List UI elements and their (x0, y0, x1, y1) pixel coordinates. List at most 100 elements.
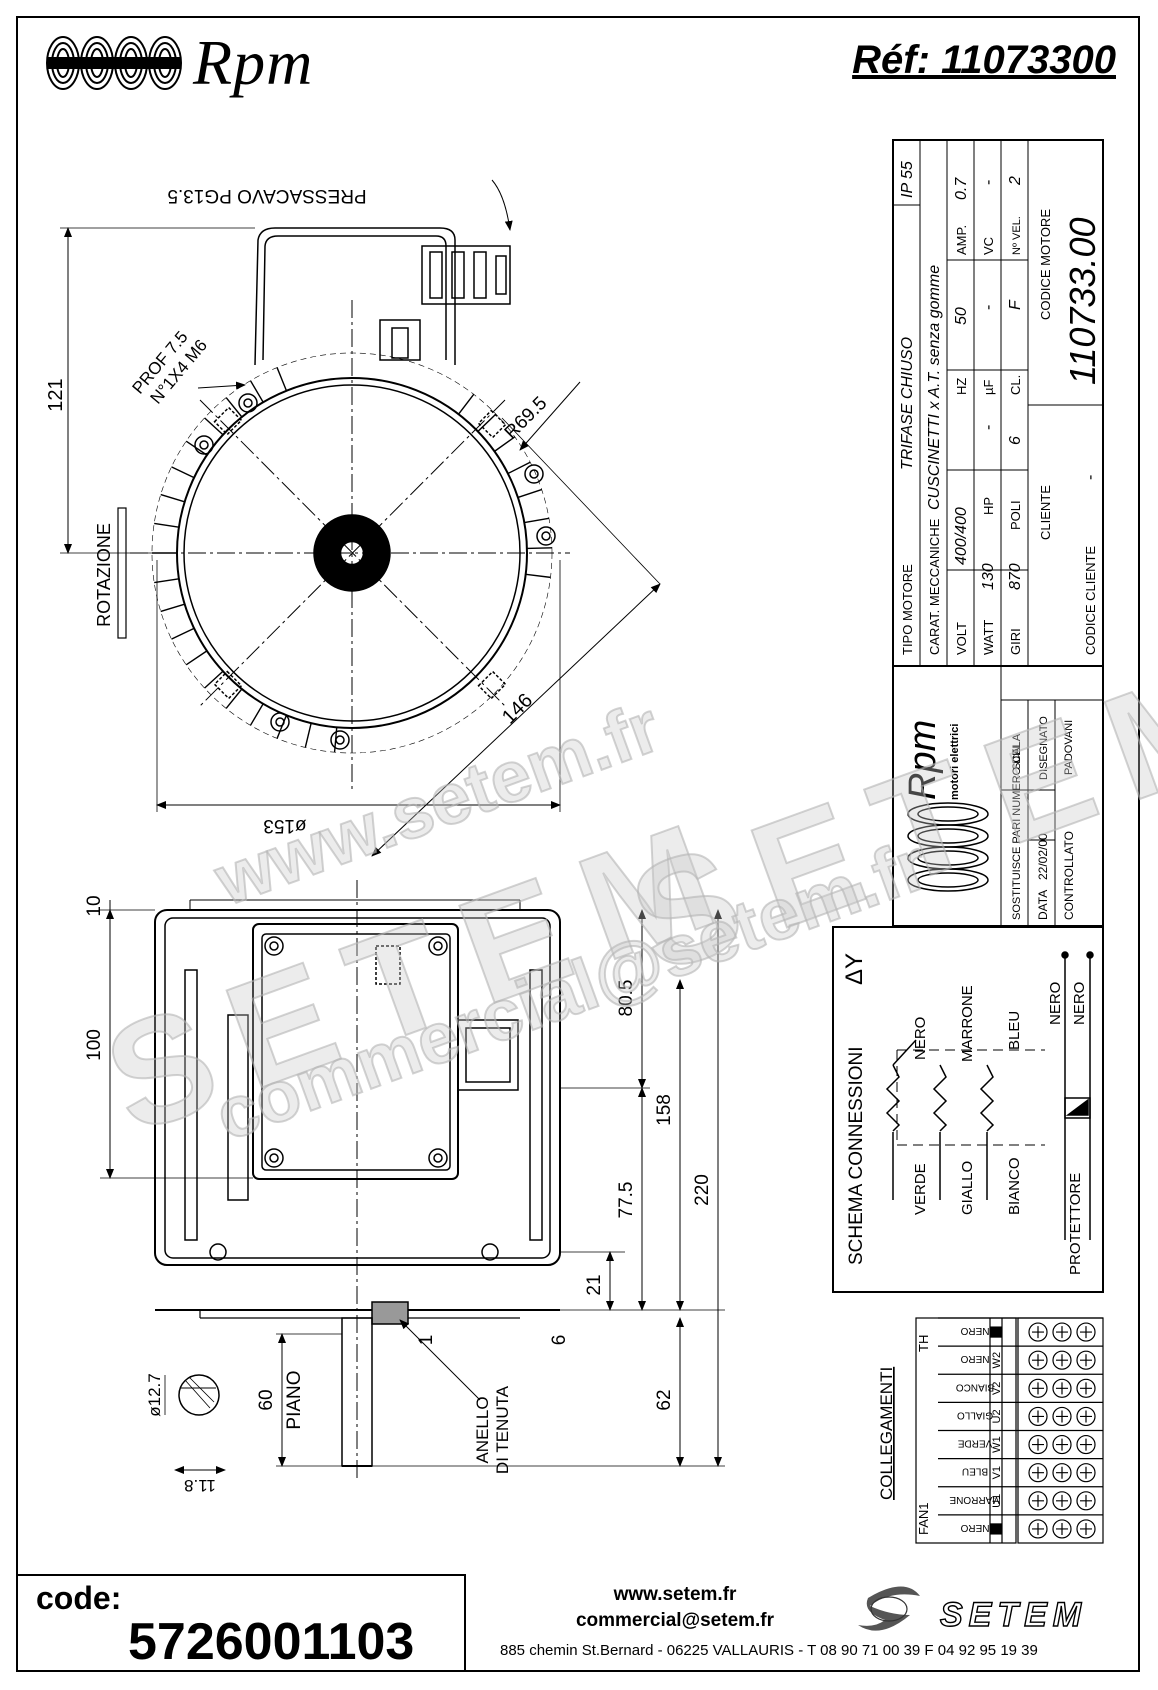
terminal-screw-icon (1028, 1463, 1048, 1483)
fan-label: FAN1 (916, 1502, 931, 1535)
terminal-screw-icon (1052, 1350, 1072, 1370)
dim-6: 6 (549, 1335, 570, 1346)
cooling-fin (225, 397, 243, 418)
terminal-screw-icon (1052, 1434, 1072, 1455)
cooling-fin (276, 367, 288, 392)
terminal-screw-icon (1028, 1322, 1048, 1342)
th-label: TH (916, 1335, 931, 1352)
scala-label: SCALA (1011, 733, 1023, 770)
terminal-screw-icon (1028, 1406, 1048, 1427)
dim-153: ø153 (263, 815, 306, 836)
disegnato-label: DISEGNATO (1038, 716, 1050, 780)
cooling-fin (204, 417, 224, 436)
terminal-screw-slot (1032, 1354, 1044, 1367)
footer-email[interactable]: commercial@setem.fr (575, 1610, 775, 1631)
cl-label: CL. (1008, 375, 1023, 395)
cooling-fin (249, 380, 264, 403)
cooling-fin (160, 603, 185, 613)
vc-label: VC (981, 237, 996, 255)
cooling-fin (249, 703, 264, 726)
seal-label-2: DI TENUTA (493, 1385, 512, 1474)
terminal-screw-slot (1056, 1494, 1068, 1507)
rpm-coil-logo-icon (46, 36, 182, 90)
dim-77-5: 77.5 (616, 1182, 637, 1219)
giri-value: 870 (1007, 563, 1024, 590)
terminal-id-label: U2 (991, 1409, 1003, 1423)
terminal-wire-label: GIALLO (957, 1409, 993, 1420)
cooling-fin (477, 413, 497, 432)
terminal-id-label: W2 (991, 1352, 1003, 1369)
hp-value: - (980, 425, 997, 430)
cooling-fin (160, 493, 185, 503)
cable-gland-label: PRESSACAVO PG13.5 (167, 185, 366, 206)
mounting-holes (194, 393, 556, 750)
terminal-screw-icon (1052, 1463, 1072, 1483)
terminal-screw-slot (1080, 1410, 1092, 1423)
terminal-screw-slot (1032, 1522, 1044, 1535)
wire-verde: VERDE (912, 1163, 929, 1215)
disegnato-value: PADOVANI (1063, 720, 1075, 775)
terminal-screw-icon (1076, 1406, 1096, 1427)
wire-nero: NERO (912, 1017, 929, 1060)
protettore-label: PROTETTORE (1067, 1173, 1084, 1275)
brand-name: Rpm (193, 27, 314, 98)
terminal-screw-icon (1052, 1378, 1072, 1398)
cooling-fin (526, 547, 552, 550)
hp-label: HP (981, 497, 996, 515)
terminal-wire-label: NERO (960, 1325, 989, 1336)
giri-label: GIRI (1008, 628, 1023, 655)
cl-value: F (1007, 299, 1024, 310)
vc-value: - (980, 180, 997, 185)
dim-146: 146 (498, 689, 537, 728)
codice-cliente-label: CODICE CLIENTE (1083, 546, 1098, 655)
terminal-screw-slot (1056, 1410, 1068, 1423)
dim-100: 100 (84, 1029, 105, 1061)
dim-80-5: 80.5 (616, 980, 637, 1017)
footer-address: 885 chemin St.Bernard - 06225 VALLAURIS … (500, 1642, 1038, 1659)
terminal-screw-icon (1076, 1350, 1096, 1370)
terminal-screw-icon (1028, 1434, 1048, 1455)
terminal-wire-label: VERDE (957, 1438, 992, 1449)
cooling-fin (494, 436, 516, 452)
codice-motore-value: 110733.00 (1062, 217, 1103, 385)
cable-gland (421, 245, 511, 305)
footer-website[interactable]: www.setem.fr (613, 1584, 737, 1605)
drawing-frame (16, 16, 1140, 1672)
poli-label: POLI (1008, 500, 1023, 530)
terminal-screw-slot (1080, 1382, 1092, 1395)
terminal-screw-slot (1056, 1466, 1068, 1479)
dim-60: 60 (256, 1389, 277, 1410)
terminal-screw-icon (1052, 1519, 1072, 1539)
title-block-rpm-brand: Rpm (902, 720, 944, 800)
data-value: 22/02/00 (1036, 833, 1050, 880)
terminal-wire-label: MARRONE (949, 1494, 1000, 1505)
wire-giallo: GIALLO (959, 1161, 976, 1215)
terminal-screw-slot (1056, 1326, 1068, 1339)
reference-number: Réf: 11073300 (852, 38, 1116, 82)
cooling-fin (185, 650, 208, 666)
shaft-flat: 11.8 (184, 1476, 216, 1495)
cooling-fin (171, 627, 195, 640)
terminal-id-label: W1 (991, 1436, 1003, 1453)
terminal-marker-icon (990, 1326, 1002, 1338)
uf-value: - (980, 305, 997, 310)
terminal-screw-slot (1080, 1326, 1092, 1339)
dim-10: 10 (84, 895, 105, 916)
code-box: code: 5726001103 (18, 1574, 466, 1671)
piano-label: PIANO (284, 1370, 305, 1429)
cooling-fin (171, 466, 195, 479)
code-value: 5726001103 (128, 1613, 415, 1671)
cooling-fin (154, 522, 180, 528)
terminal-screw-slot (1080, 1354, 1092, 1367)
schema-title: SCHEMA CONNESSIONI (846, 1046, 867, 1265)
wire-marrone: MARRONE (959, 985, 976, 1062)
title-block (892, 139, 1104, 927)
terminal-id-label: U1 (991, 1494, 1003, 1508)
carat-label: CARAT. MECCANICHE (927, 518, 942, 655)
poli-value: 6 (1007, 436, 1024, 445)
terminal-screw-icon (1076, 1463, 1096, 1483)
dim-220: 220 (692, 1174, 713, 1206)
seal-ring (371, 1301, 409, 1325)
hz-value: 50 (953, 307, 970, 325)
